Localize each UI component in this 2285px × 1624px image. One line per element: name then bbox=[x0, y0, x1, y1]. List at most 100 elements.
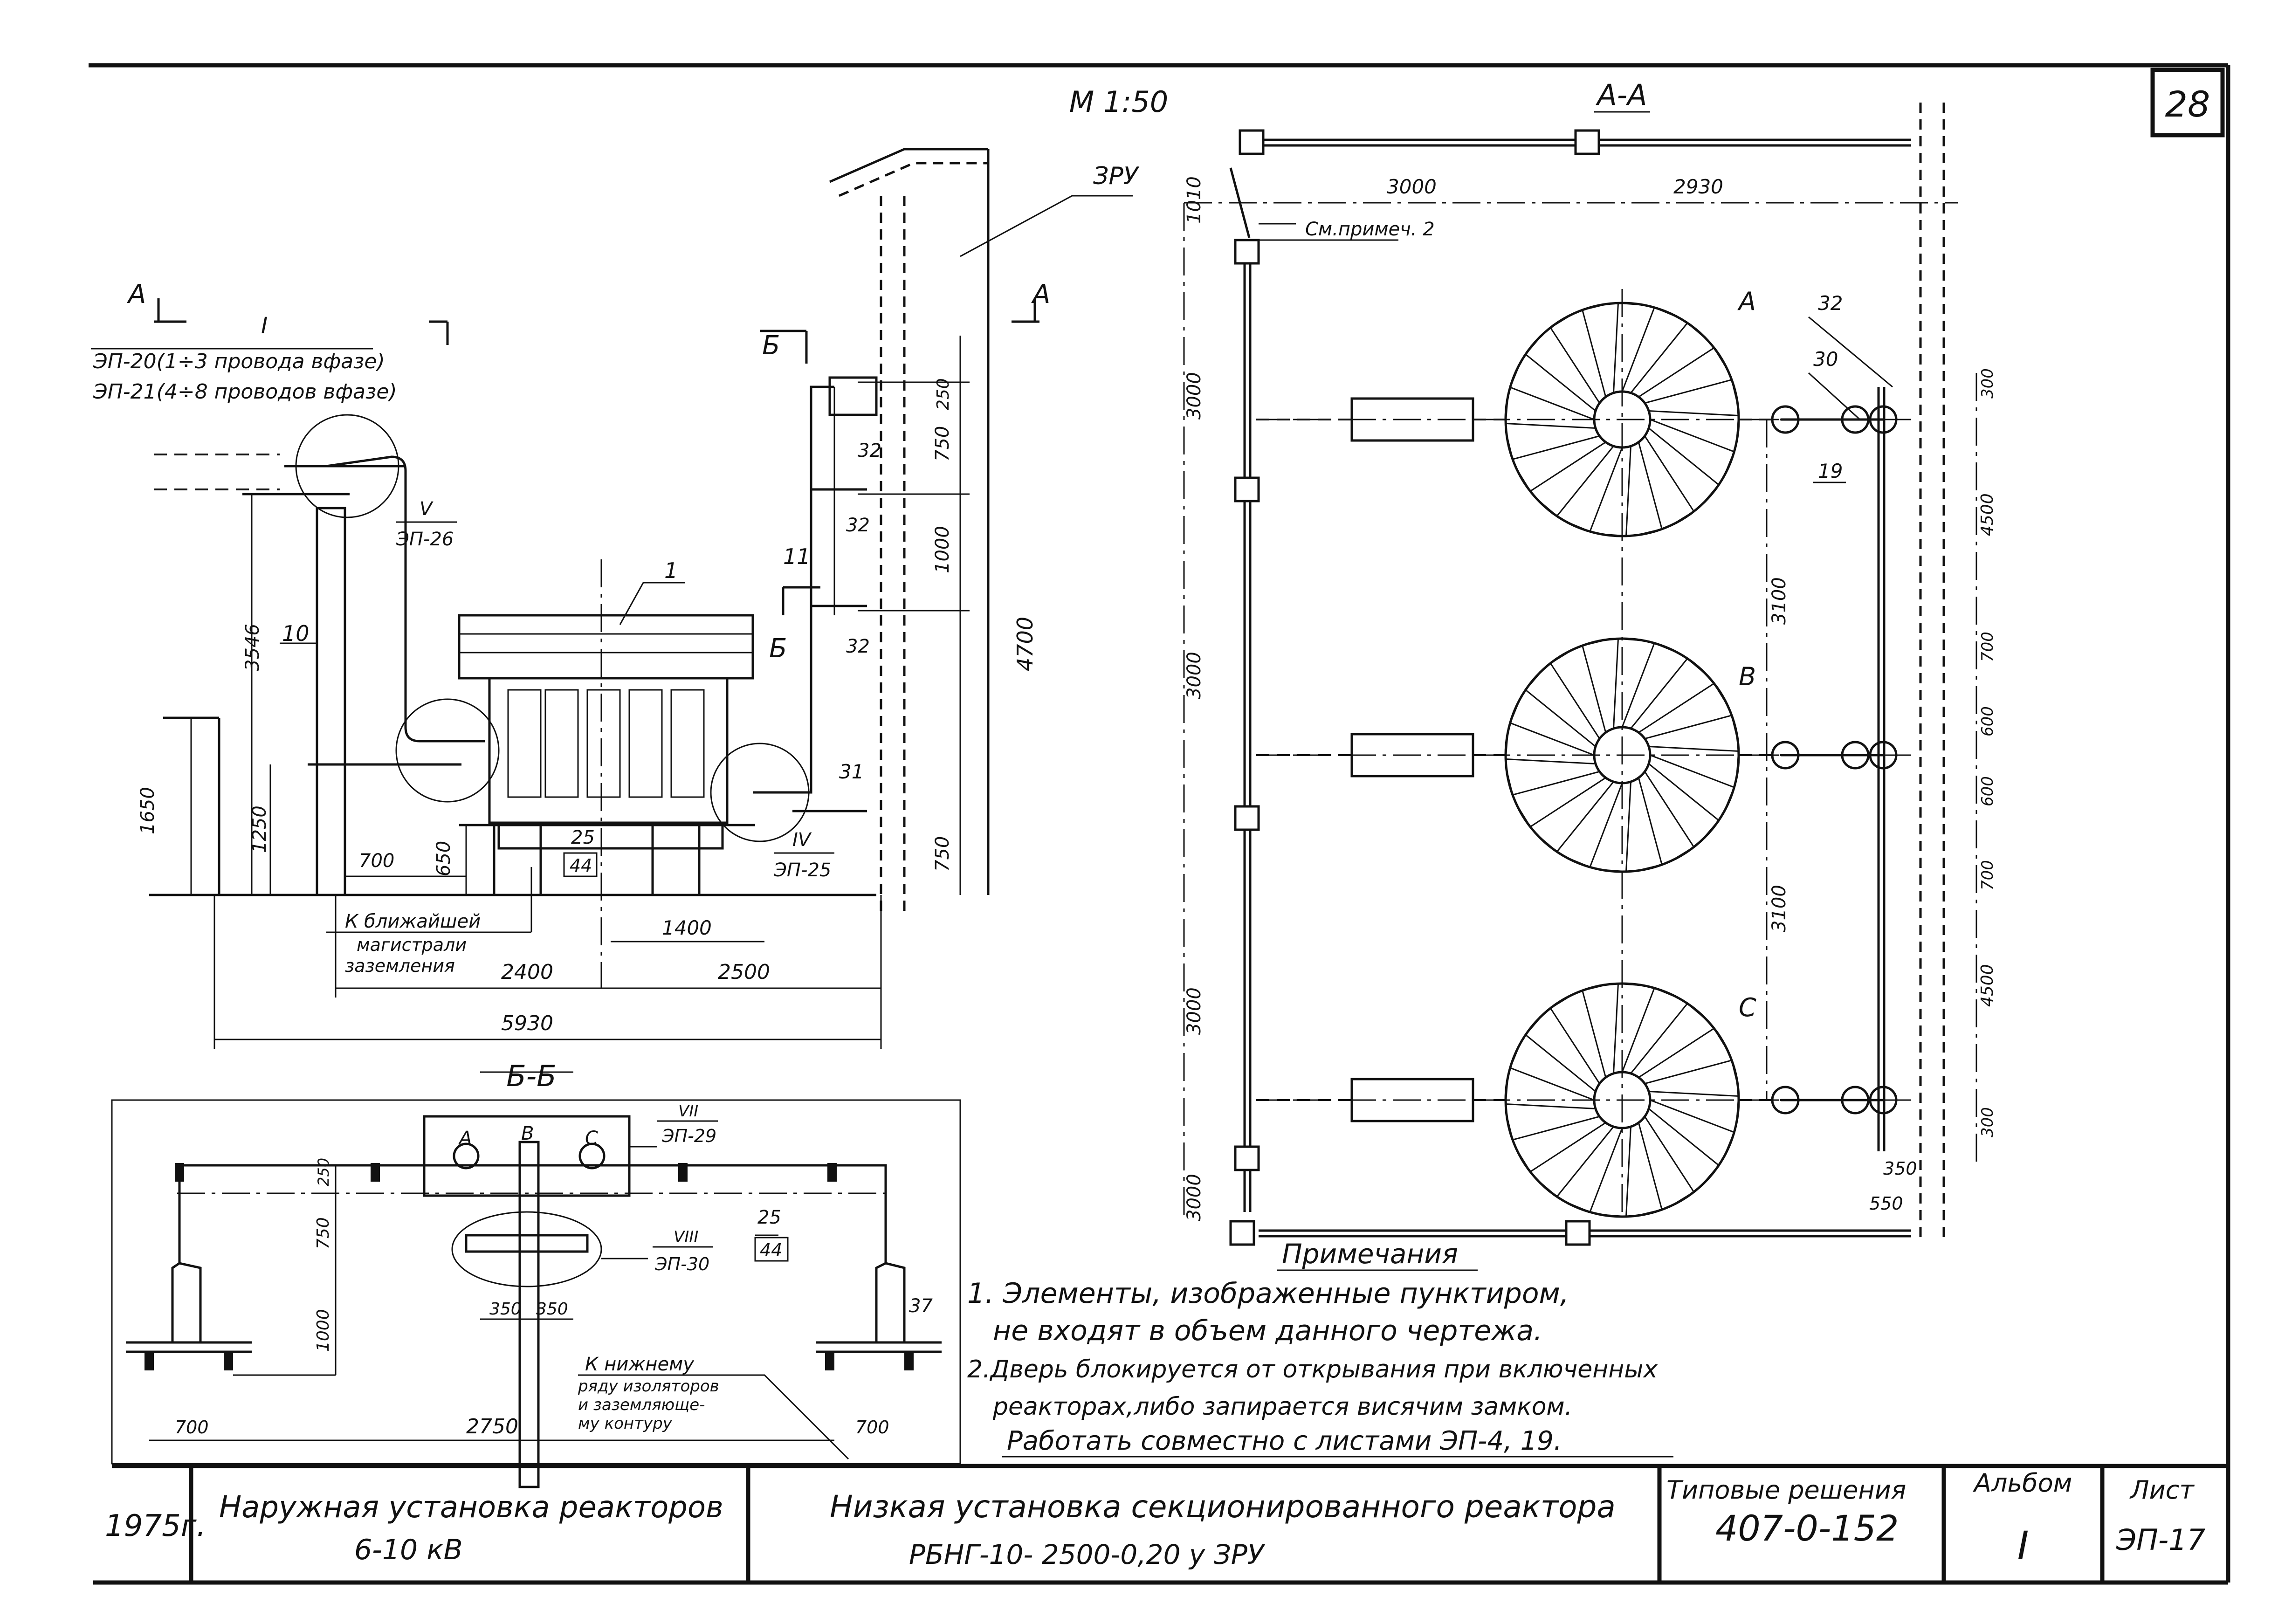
tb-title-l1: Наружная установка реакторов bbox=[219, 1490, 723, 1525]
pos-25: 25 bbox=[571, 827, 595, 848]
bb-pos-25: 25 bbox=[757, 1207, 781, 1228]
dim-700: 700 bbox=[359, 850, 394, 872]
plan-phase-a: А bbox=[1737, 287, 1756, 316]
pos-1: 1 bbox=[664, 558, 678, 583]
cut-a-right: А bbox=[1031, 279, 1050, 310]
bb-dim-250: 250 bbox=[315, 1158, 332, 1186]
callout-V-roman: V bbox=[420, 498, 434, 520]
pos-11: 11 bbox=[783, 544, 811, 569]
note-1-line2: не входят в объем данного чертежа. bbox=[993, 1314, 1542, 1347]
reactor-b bbox=[1256, 637, 1898, 873]
bb-dim-1000: 1000 bbox=[314, 1309, 333, 1352]
dim-4700: 4700 bbox=[1012, 617, 1038, 671]
dim-mid-3100b: 3100 bbox=[1769, 885, 1790, 932]
dim-650: 650 bbox=[433, 841, 454, 876]
dim-r-600a: 600 bbox=[1978, 706, 1997, 736]
callout-I-roman: I bbox=[261, 313, 268, 339]
tb-album-value: I bbox=[2017, 1523, 2029, 1569]
callout-VIII-ref: ЭП-30 bbox=[654, 1254, 709, 1274]
scale-label: М 1:50 bbox=[1069, 85, 1168, 119]
dim-left-3000c: 3000 bbox=[1184, 987, 1205, 1035]
callout-V-ref: ЭП-26 bbox=[396, 529, 454, 550]
dim-left-3000a: 3000 bbox=[1184, 372, 1205, 420]
dim-left-1010: 1010 bbox=[1184, 176, 1205, 224]
dim-r-600b: 600 bbox=[1978, 776, 1997, 806]
tb-title-l2: 6-10 кВ bbox=[354, 1534, 463, 1566]
dim-250: 250 bbox=[934, 378, 953, 410]
tb-sheet-label: Лист bbox=[2129, 1475, 2195, 1505]
dim-1650: 1650 bbox=[137, 787, 158, 834]
bb-note-l1: К нижнему bbox=[585, 1354, 695, 1375]
tb-subject-l1: Низкая установка секционированного реакт… bbox=[830, 1489, 1616, 1525]
bb-phase-c: С bbox=[585, 1128, 598, 1149]
section-aa-title: А-А bbox=[1595, 78, 1647, 112]
pos-10: 10 bbox=[282, 621, 310, 646]
dim-750b: 750 bbox=[932, 836, 953, 872]
callout-VII-roman: VII bbox=[678, 1102, 698, 1121]
tb-series-label: Типовые решения bbox=[1666, 1475, 1906, 1505]
tb-subject-l2: РБНГ-10- 2500-0,20 у ЗРУ bbox=[909, 1539, 1266, 1570]
callout-VII-ref: ЭП-29 bbox=[661, 1126, 716, 1146]
dim-750a: 750 bbox=[932, 426, 953, 461]
tb-sheet-value: ЭП-17 bbox=[2116, 1523, 2205, 1557]
side-view bbox=[149, 148, 1133, 1049]
pos-31: 31 bbox=[839, 760, 864, 783]
bb-note-l2: ряду изоляторов bbox=[578, 1377, 719, 1396]
callout-VIII-roman: VIII bbox=[674, 1228, 698, 1246]
reactor-c bbox=[1256, 982, 1898, 1218]
dim-r-700b: 700 bbox=[1978, 860, 1997, 890]
callout-IV-ref: ЭП-25 bbox=[773, 860, 831, 881]
sheet-frame bbox=[89, 63, 2230, 1585]
tb-year: 1975г. bbox=[105, 1509, 206, 1543]
tb-series-value: 407-0-152 bbox=[1715, 1507, 1899, 1549]
dim-1250: 1250 bbox=[249, 805, 270, 853]
dim-r-700a: 700 bbox=[1978, 632, 1997, 662]
note-2-line1: 2.Дверь блокируется от открывания при вк… bbox=[967, 1356, 1658, 1383]
title-block bbox=[112, 1464, 2228, 1583]
dim-r-300a: 300 bbox=[1978, 368, 1997, 399]
ground-note-l3: заземления bbox=[345, 956, 455, 976]
dim-r-4500a: 4500 bbox=[1978, 493, 1997, 536]
bb-dim-700b: 700 bbox=[855, 1417, 889, 1438]
callout-IV-roman: IV bbox=[792, 829, 812, 851]
dim-2500: 2500 bbox=[718, 960, 770, 984]
plan-pos-19: 19 bbox=[1818, 460, 1843, 482]
notes-title: Примечания bbox=[1282, 1238, 1458, 1270]
dim-mid-3100a: 3100 bbox=[1769, 577, 1790, 625]
callout-I-line2: ЭП-21(4÷8 проводов вфазе) bbox=[93, 380, 397, 404]
dim-left-3000b: 3000 bbox=[1184, 652, 1205, 699]
bb-dim-350a: 350 bbox=[489, 1300, 522, 1319]
bb-pos-37: 37 bbox=[909, 1295, 933, 1317]
plan-pos-32: 32 bbox=[1818, 292, 1843, 315]
bb-dim-700a: 700 bbox=[175, 1417, 209, 1438]
bb-phase-a: А bbox=[458, 1128, 472, 1149]
cut-b-bottom: Б bbox=[769, 633, 787, 664]
reactor-group bbox=[1256, 302, 1898, 1218]
pos-32c: 32 bbox=[846, 636, 870, 657]
plan-pos-30: 30 bbox=[1813, 348, 1838, 371]
cut-a-left: А bbox=[127, 279, 146, 310]
dim-3546: 3546 bbox=[242, 624, 263, 671]
sheet-number: 28 bbox=[2165, 83, 2210, 125]
note-3: Работать совместно с листами ЭП-4, 19. bbox=[1007, 1426, 1562, 1456]
bb-note-l4: му контуру bbox=[578, 1414, 673, 1433]
bb-pos-44: 44 bbox=[760, 1240, 782, 1260]
dim-5930: 5930 bbox=[501, 1012, 553, 1035]
section-bb-title: Б-Б bbox=[506, 1059, 556, 1093]
bb-dim-350b: 350 bbox=[536, 1300, 568, 1319]
dim-r-300b: 300 bbox=[1978, 1107, 1997, 1137]
pos-44: 44 bbox=[570, 855, 592, 876]
dim-r-4500b: 4500 bbox=[1978, 964, 1997, 1007]
zru-label: ЗРУ bbox=[1093, 162, 1140, 190]
plan-aa bbox=[1183, 103, 1977, 1246]
bb-note-l3: и заземляюще- bbox=[578, 1396, 705, 1414]
ground-note-l2: магистрали bbox=[357, 935, 467, 955]
dim-b-550: 550 bbox=[1869, 1193, 1903, 1214]
plan-phase-c: С bbox=[1739, 993, 1756, 1022]
dim-b-350: 350 bbox=[1883, 1158, 1917, 1179]
bb-dim-2750: 2750 bbox=[466, 1415, 518, 1438]
callout-I-line1: ЭП-20(1÷3 провода вфазе) bbox=[93, 350, 385, 373]
bb-dim-750: 750 bbox=[314, 1217, 333, 1249]
dim-top-3000: 3000 bbox=[1387, 175, 1437, 198]
